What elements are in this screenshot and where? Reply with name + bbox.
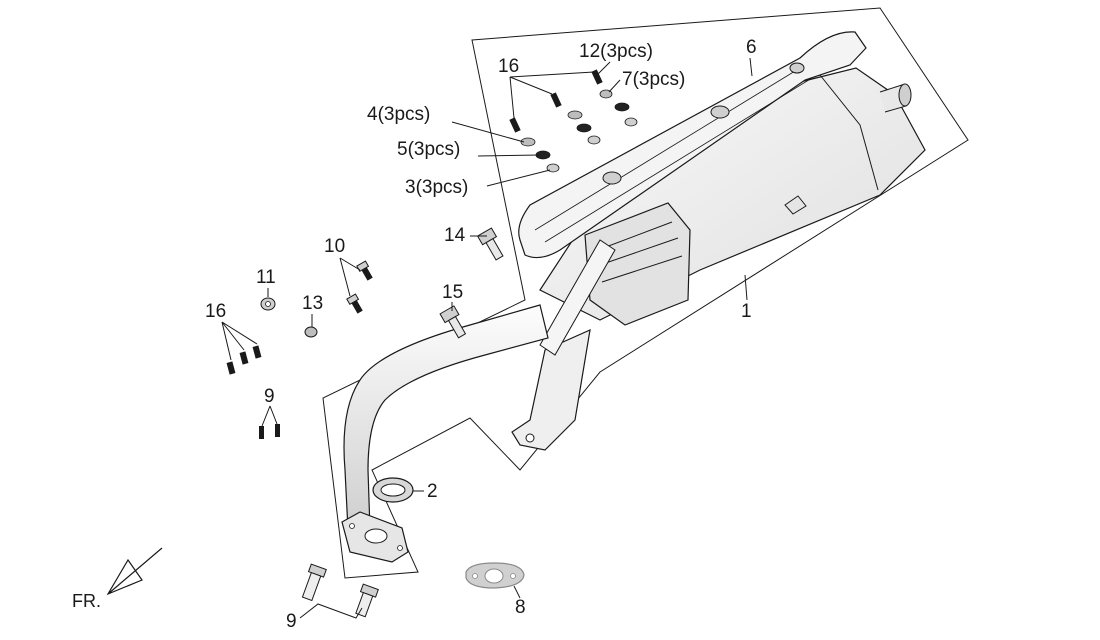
label-part-4: 4(3pcs) [367,104,431,125]
assembly-boundary-outline [322,7,969,579]
label-part-11: 11 [256,267,276,288]
gasket-8[interactable] [465,562,525,589]
stud-13[interactable] [304,326,318,338]
label-part-6: 6 [746,37,757,58]
studs-9-upper[interactable] [259,424,280,439]
front-direction-label: FR. [72,591,101,611]
label-part-1: 1 [741,301,752,322]
label-part-2: 2 [427,481,438,502]
label-part-8: 8 [515,597,526,618]
label-part-7: 7(3pcs) [622,69,686,90]
label-part-9-lower: 9 [286,611,297,632]
label-part-5: 5(3pcs) [397,139,461,160]
label-part-9-upper: 9 [264,386,275,407]
label-part-15: 15 [442,282,464,303]
gasket-2[interactable] [372,477,414,503]
bolts-10[interactable] [346,260,375,315]
bolts-16-left[interactable] [226,345,262,375]
label-part-10: 10 [324,236,346,257]
front-direction-arrow-icon [106,547,163,596]
label-part-14: 14 [444,225,466,246]
bolt-15[interactable] [439,305,469,340]
label-part-16-upper: 16 [498,56,520,77]
label-part-12: 12(3pcs) [579,41,653,62]
label-part-13: 13 [302,293,324,314]
heat-shield[interactable] [518,31,867,259]
nut-11[interactable] [260,297,276,311]
leader-lines [221,57,753,619]
label-part-16-left: 16 [205,301,227,322]
bolt-14[interactable] [476,227,507,262]
label-part-3: 3(3pcs) [405,177,469,198]
muffler-assembly[interactable] [341,67,926,563]
